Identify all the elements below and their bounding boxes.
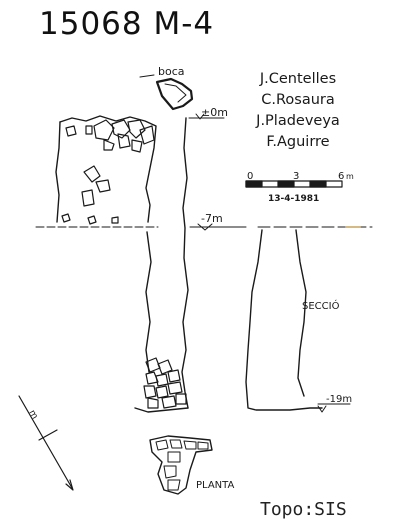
depth-label-mid: -7m: [201, 212, 223, 225]
north-arrow-icon: [18, 395, 74, 491]
entrance-label: boca: [158, 65, 185, 78]
shaft-outline: [55, 115, 189, 413]
entrance-outline: [139, 74, 194, 111]
scale-unit: m: [346, 172, 354, 181]
depth-marker-bottom: [317, 403, 351, 413]
rock-fill-top: [61, 119, 155, 225]
rock-fill-bottom: [143, 357, 187, 409]
scale-bar: [245, 180, 343, 188]
scale-tick-6: 6: [338, 171, 344, 182]
credit-line: Topo:SIS: [260, 499, 347, 520]
scale-tick-0: 0: [247, 171, 253, 182]
plan-label: PLANTA: [196, 480, 234, 491]
plan-view: [149, 435, 213, 495]
depth-label-top: ±0m: [201, 106, 228, 119]
depth-label-bottom: -19m: [326, 394, 352, 405]
surveyors-list: J.Centelles C.Rosaura J.Pladeveya F.Agui…: [240, 69, 356, 153]
section-label: SECCIÓ: [302, 299, 340, 312]
depth-marker-top: [188, 113, 225, 120]
surveyor-name: C.Rosaura: [261, 92, 335, 108]
north-label: m: [26, 409, 39, 422]
surveyor-name: J.Pladeveya: [256, 113, 340, 129]
survey-date: 13-4-1981: [268, 194, 319, 204]
section-profile: [245, 229, 323, 411]
depth-marker-mid: [197, 223, 213, 231]
surveyor-name: J.Centelles: [259, 71, 337, 87]
surveyor-name: F.Aguirre: [266, 134, 330, 150]
scale-tick-3: 3: [293, 171, 299, 182]
cave-id-title: 15068 M-4: [39, 6, 215, 42]
